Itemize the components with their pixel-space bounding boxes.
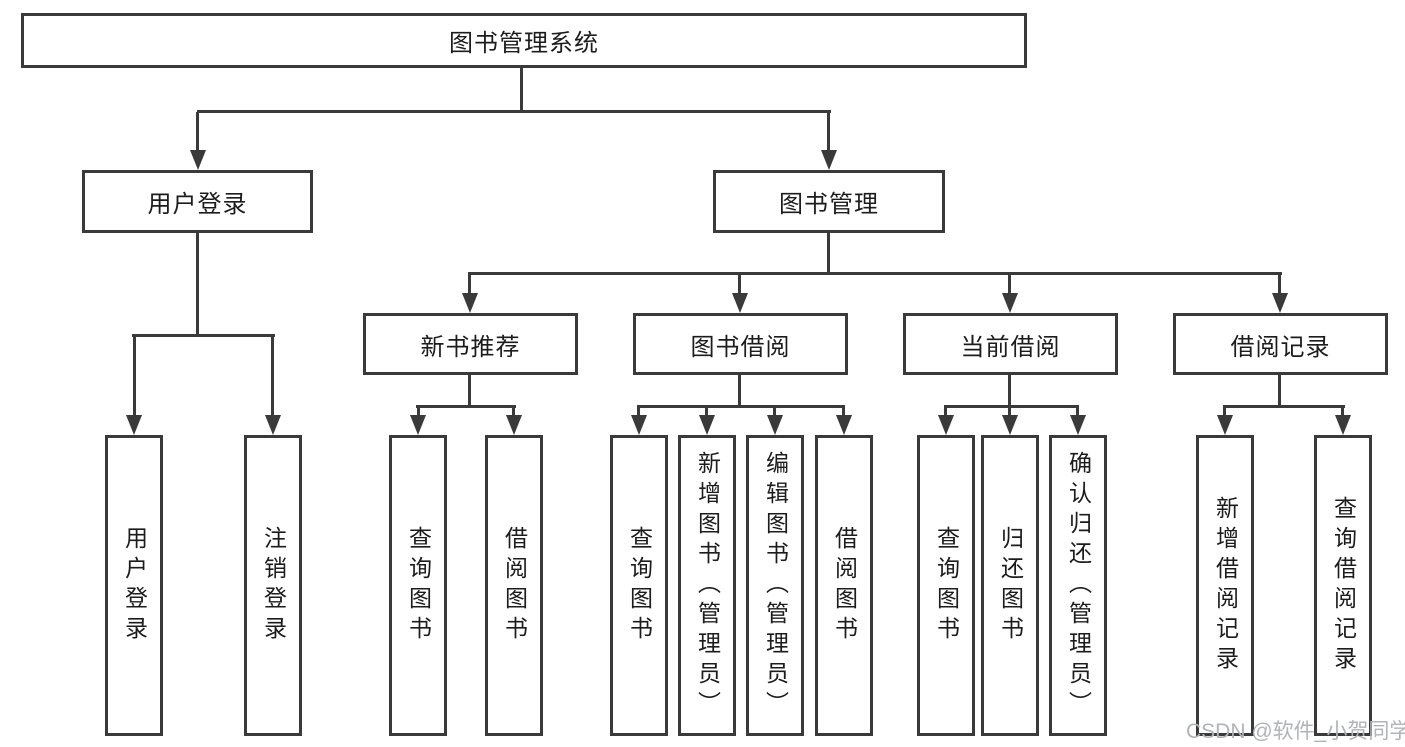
arrow-down-icon bbox=[1217, 415, 1233, 435]
connector-stub-book-borrow bbox=[738, 274, 741, 295]
arrow-down-icon bbox=[1002, 415, 1018, 435]
connector-stub bbox=[417, 407, 420, 417]
arrow-down-icon bbox=[821, 150, 837, 170]
csdn-watermark: CSDN @软件_小贺同学 bbox=[1186, 720, 1405, 743]
node-leaf-query-books-3: 查询图书 bbox=[917, 435, 975, 736]
connector-current-borrow-hline bbox=[944, 405, 1079, 408]
connector-stub-user-login bbox=[196, 112, 199, 152]
node-leaf-edit-book-admin-label: 编辑图书（管理员） bbox=[762, 450, 789, 721]
connector-book-management-hline bbox=[468, 272, 1282, 275]
arrow-down-icon bbox=[265, 415, 281, 435]
node-leaf-add-borrow-record-label: 新增借阅记录 bbox=[1212, 495, 1239, 676]
node-user-login-label: 用户登录 bbox=[147, 191, 248, 218]
arrow-down-icon bbox=[1335, 415, 1351, 435]
connector-stub bbox=[637, 407, 640, 417]
connector-book-borrow-vline bbox=[738, 375, 741, 407]
connector-borrow-record-vline bbox=[1278, 375, 1281, 407]
arrow-down-icon bbox=[1272, 293, 1288, 313]
connector-root-vline bbox=[520, 68, 523, 112]
connector-stub bbox=[842, 407, 845, 417]
node-new-book-recommend: 新书推荐 bbox=[363, 313, 578, 375]
arrow-down-icon bbox=[631, 415, 647, 435]
node-leaf-confirm-return-admin: 确认归还（管理员） bbox=[1049, 435, 1107, 736]
node-leaf-borrow-books-2-label: 借阅图书 bbox=[831, 525, 858, 646]
node-leaf-add-borrow-record: 新增借阅记录 bbox=[1196, 435, 1254, 736]
node-leaf-edit-book-admin: 编辑图书（管理员） bbox=[746, 435, 804, 736]
node-leaf-borrow-books-1-label: 借阅图书 bbox=[501, 525, 528, 646]
connector-root-hline bbox=[197, 110, 831, 113]
connector-stub bbox=[1076, 407, 1079, 417]
node-borrow-record: 借阅记录 bbox=[1173, 313, 1388, 375]
node-leaf-logout: 注销登录 bbox=[244, 435, 302, 736]
arrow-down-icon bbox=[1070, 415, 1086, 435]
node-leaf-user-login-label: 用户登录 bbox=[121, 525, 148, 646]
node-leaf-add-book-admin-label: 新增图书（管理员） bbox=[694, 450, 721, 721]
arrow-down-icon bbox=[699, 415, 715, 435]
node-leaf-user-login: 用户登录 bbox=[105, 435, 163, 736]
arrow-down-icon bbox=[410, 415, 426, 435]
connector-stub bbox=[1223, 407, 1226, 417]
connector-new-book-recommend-hline bbox=[416, 405, 516, 408]
node-root-label: 图书管理系统 bbox=[449, 30, 599, 57]
connector-stub bbox=[1341, 407, 1344, 417]
connector-stub-book-management bbox=[827, 112, 830, 152]
arrow-down-icon bbox=[767, 415, 783, 435]
node-book-borrow-label: 图书借阅 bbox=[690, 333, 791, 361]
connector-current-borrow-vline bbox=[1008, 375, 1011, 407]
connector-stub-leaf-user-login bbox=[133, 336, 136, 415]
connector-stub-new-book-recommend bbox=[468, 274, 471, 295]
node-borrow-record-label: 借阅记录 bbox=[1230, 333, 1331, 361]
arrow-down-icon bbox=[836, 415, 852, 435]
node-leaf-logout-label: 注销登录 bbox=[260, 525, 287, 646]
node-book-management: 图书管理 bbox=[713, 170, 945, 233]
connector-stub bbox=[705, 407, 708, 417]
node-leaf-query-books-1: 查询图书 bbox=[389, 435, 447, 736]
node-current-borrow-label: 当前借阅 bbox=[960, 333, 1061, 361]
connector-stub bbox=[944, 407, 947, 417]
connector-user-login-hline bbox=[132, 334, 275, 337]
connector-book-management-vline bbox=[827, 233, 830, 274]
arrow-down-icon bbox=[126, 415, 142, 435]
node-leaf-return-book-label: 归还图书 bbox=[997, 525, 1024, 646]
node-leaf-borrow-books-1: 借阅图书 bbox=[485, 435, 543, 736]
connector-stub-current-borrow bbox=[1008, 274, 1011, 295]
arrow-down-icon bbox=[1002, 293, 1018, 313]
node-root: 图书管理系统 bbox=[21, 13, 1027, 68]
node-leaf-query-books-3-label: 查询图书 bbox=[933, 525, 960, 646]
connector-user-login-vline bbox=[196, 233, 199, 336]
arrow-down-icon bbox=[462, 293, 478, 313]
node-leaf-query-borrow-record: 查询借阅记录 bbox=[1314, 435, 1372, 736]
node-leaf-add-book-admin: 新增图书（管理员） bbox=[678, 435, 736, 736]
node-new-book-recommend-label: 新书推荐 bbox=[420, 333, 521, 361]
node-leaf-query-books-2-label: 查询图书 bbox=[626, 525, 653, 646]
connector-stub bbox=[1008, 407, 1011, 417]
connector-stub-borrow-record bbox=[1278, 274, 1281, 295]
arrow-down-icon bbox=[938, 415, 954, 435]
connector-stub bbox=[512, 407, 515, 417]
node-book-borrow: 图书借阅 bbox=[633, 313, 848, 375]
connector-stub-leaf-logout bbox=[271, 336, 274, 415]
connector-borrow-record-hline bbox=[1223, 405, 1345, 408]
arrow-down-icon bbox=[732, 293, 748, 313]
connector-new-book-recommend-vline bbox=[468, 375, 471, 407]
node-leaf-borrow-books-2: 借阅图书 bbox=[815, 435, 873, 736]
node-leaf-query-books-1-label: 查询图书 bbox=[405, 525, 432, 646]
node-leaf-query-books-2: 查询图书 bbox=[610, 435, 668, 736]
node-user-login: 用户登录 bbox=[82, 170, 313, 233]
connector-stub bbox=[773, 407, 776, 417]
node-current-borrow: 当前借阅 bbox=[903, 313, 1118, 375]
node-leaf-return-book: 归还图书 bbox=[981, 435, 1039, 736]
connector-book-borrow-hline bbox=[637, 405, 845, 408]
node-book-management-label: 图书管理 bbox=[779, 191, 879, 218]
node-leaf-query-borrow-record-label: 查询借阅记录 bbox=[1330, 495, 1357, 676]
arrow-down-icon bbox=[190, 150, 206, 170]
arrow-down-icon bbox=[506, 415, 522, 435]
node-leaf-confirm-return-admin-label: 确认归还（管理员） bbox=[1065, 450, 1092, 721]
